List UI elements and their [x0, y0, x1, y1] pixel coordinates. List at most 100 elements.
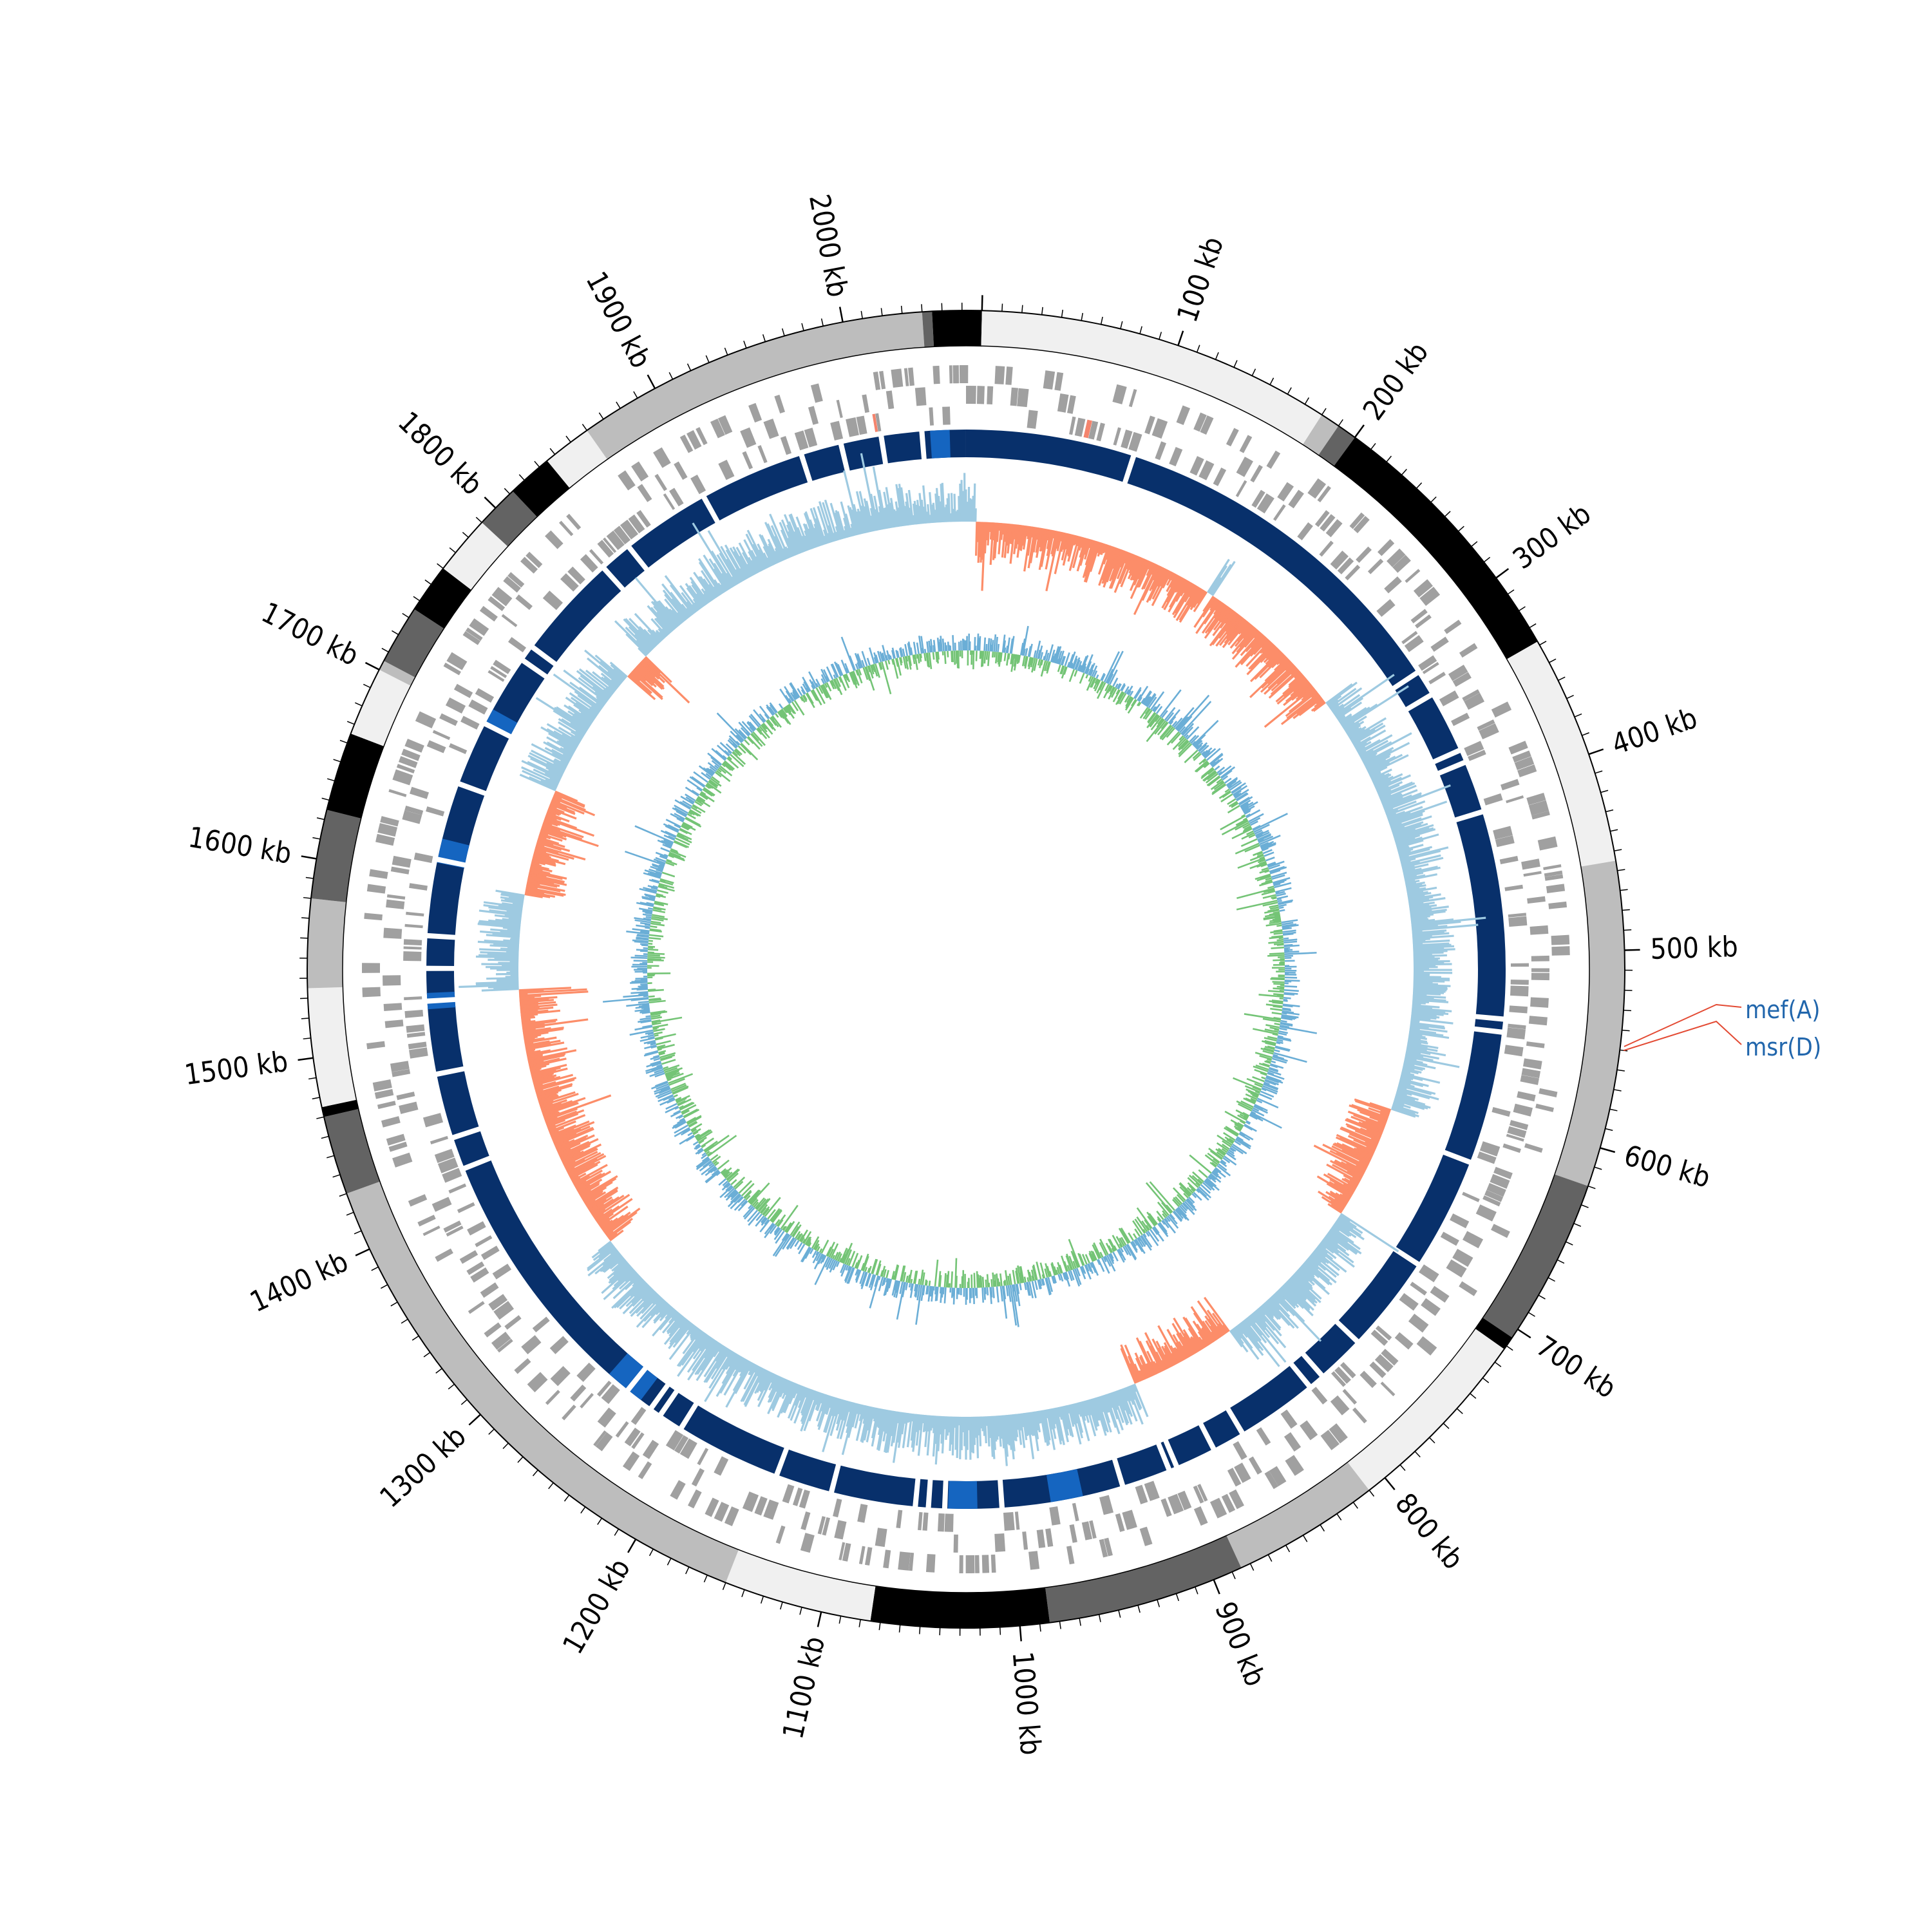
- gc-content-bar: [837, 511, 847, 539]
- cds-feature: [386, 899, 405, 909]
- gc-content-bar: [1080, 1401, 1086, 1417]
- cds-feature: [1419, 587, 1441, 606]
- gc-content-bar: [578, 677, 609, 701]
- gc-content-bar: [1088, 1399, 1099, 1427]
- gc-skew-bar: [1244, 1114, 1249, 1119]
- gc-content-bar: [521, 1016, 536, 1020]
- gc-content-bar: [1411, 1015, 1437, 1020]
- gc-content-bar: [757, 1373, 775, 1408]
- gc-content-bar: [1295, 685, 1314, 701]
- gc-skew-bar: [797, 688, 803, 697]
- gc-skew-bar: [1195, 1189, 1200, 1193]
- gc-content-bar: [592, 1244, 614, 1262]
- gc-content-bar: [1410, 915, 1430, 920]
- gc-skew-bar: [1074, 670, 1078, 677]
- gc-skew-bar: [652, 863, 665, 869]
- gc-skew-bar: [1016, 654, 1019, 662]
- gc-content-bar: [625, 633, 649, 656]
- gc-skew-bar: [922, 1272, 925, 1285]
- blast-gap: [435, 857, 467, 868]
- blast-gap: [482, 721, 513, 739]
- gc-skew-bar: [658, 884, 665, 887]
- gc-content-bar: [1204, 1320, 1219, 1340]
- gc-content-bar: [617, 1257, 625, 1265]
- gc-content-bar: [723, 1358, 746, 1396]
- gc-skew-bar: [1271, 1060, 1276, 1064]
- gc-content-bar: [556, 740, 576, 753]
- gc-content-bar: [603, 1211, 631, 1233]
- cds-feature: [432, 730, 451, 741]
- gc-content-bar: [653, 1303, 670, 1322]
- gc-content-bar: [757, 543, 770, 568]
- gc-skew-bar: [1153, 703, 1161, 713]
- cds-feature: [1089, 1520, 1097, 1539]
- gc-skew-bar: [1211, 757, 1224, 768]
- gc-content-bar: [1359, 1111, 1387, 1123]
- gc-skew-bar: [673, 1110, 681, 1115]
- gc-skew-bar: [629, 1029, 654, 1036]
- gc-skew-bar: [1267, 1072, 1285, 1080]
- gc-skew-bar: [687, 1116, 702, 1126]
- cds-feature: [497, 1338, 513, 1353]
- gc-content-bar: [1261, 639, 1270, 649]
- gc-content-bar: [478, 909, 522, 917]
- gc-content-bar: [574, 1170, 603, 1187]
- gc-skew-bar: [1257, 834, 1271, 842]
- gc-skew-bar: [688, 799, 695, 804]
- gc-skew-bar: [944, 642, 947, 652]
- gc-skew-bar: [896, 1282, 905, 1320]
- gc-skew-bar: [696, 798, 702, 803]
- gc-content-bar: [601, 1255, 623, 1273]
- gc-content-bar: [715, 1348, 730, 1369]
- gc-skew-bar: [1039, 659, 1043, 668]
- gc-skew-bar: [1282, 1010, 1294, 1014]
- gc-content-bar: [1327, 1232, 1358, 1255]
- gc-skew-bar: [1235, 1139, 1251, 1150]
- gc-content-bar: [1203, 600, 1222, 625]
- gc-skew-bar: [695, 1148, 704, 1155]
- cds-feature: [449, 743, 468, 754]
- gc-skew-bar: [1256, 851, 1264, 856]
- gc-content-bar: [1114, 1390, 1128, 1426]
- cds-feature: [597, 540, 614, 558]
- gc-content-bar: [1075, 1403, 1081, 1415]
- gc-skew-bar: [647, 956, 665, 959]
- gc-content-bar: [862, 1405, 867, 1419]
- cds-feature: [580, 1393, 594, 1408]
- minor-tick: [801, 323, 804, 331]
- gc-skew-bar: [1052, 653, 1057, 663]
- gc-content-bar: [847, 505, 857, 536]
- cds-feature: [437, 1157, 459, 1173]
- gc-content-bar: [872, 466, 886, 529]
- gc-content-bar: [1124, 1344, 1142, 1382]
- gc-skew-bar: [696, 1157, 710, 1169]
- gc-skew-bar: [865, 666, 875, 691]
- gc-content-bar: [1369, 770, 1381, 778]
- gc-skew-bar: [636, 934, 649, 938]
- gc-content-bar: [545, 766, 564, 777]
- gc-content-bar: [546, 811, 570, 822]
- gc-skew-bar: [1112, 1235, 1121, 1249]
- gc-skew-bar: [1103, 651, 1120, 683]
- gc-content-bar: [543, 741, 573, 759]
- gc-content-bar: [1244, 630, 1260, 648]
- gc-content-bar: [635, 666, 655, 685]
- minor-tick: [424, 579, 432, 585]
- gc-content-bar: [1021, 1413, 1028, 1441]
- cds-feature: [559, 520, 574, 536]
- gc-skew-bar: [738, 730, 747, 739]
- gc-skew-bar: [630, 990, 649, 994]
- minor-tick: [1443, 1423, 1450, 1429]
- karyotype-band: [1334, 437, 1538, 659]
- gc-content-bar: [835, 531, 840, 541]
- gc-skew-bar: [955, 650, 958, 664]
- gc-content-bar: [1202, 1320, 1217, 1341]
- minor-tick: [423, 1352, 431, 1358]
- gc-skew-bar: [786, 705, 791, 710]
- gc-content-bar: [1413, 945, 1455, 949]
- gc-skew-bar: [845, 1265, 849, 1271]
- gc-content-bar: [1357, 739, 1381, 753]
- gc-skew-bar: [835, 1251, 841, 1261]
- gc-content-bar: [617, 1267, 634, 1282]
- gc-skew-bar: [674, 799, 691, 810]
